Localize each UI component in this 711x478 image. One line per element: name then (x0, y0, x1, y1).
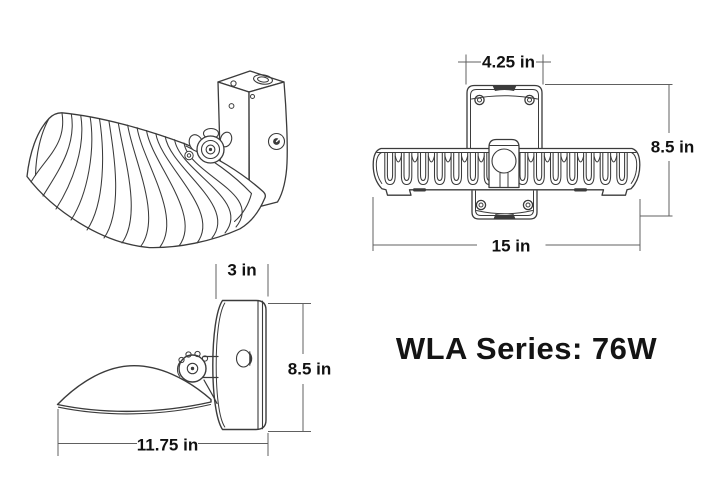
shade-ribs (30, 112, 243, 248)
shade-profile (56, 365, 212, 413)
shade-outline (26, 112, 266, 249)
box-knockout-ring (267, 132, 286, 151)
dim-label-overall-width: 15 in (491, 236, 531, 255)
side-view-drawing (56, 299, 267, 431)
top-view-drawing (372, 84, 641, 220)
isometric-view-drawing (26, 70, 288, 249)
product-title: WLA Series: 76W (395, 331, 658, 366)
heatsink-fins (384, 151, 628, 186)
dim-label-overall-length: 11.75 in (136, 435, 199, 454)
dim-label-top-width: 4.25 in (482, 52, 535, 71)
dim-label-top-height: 8.5 in (650, 137, 695, 157)
dim-label-side-height: 8.5 in (287, 359, 332, 379)
dim-label-side-depth: 3 in (227, 260, 257, 280)
side-view-dimension-lines (57, 264, 311, 456)
top-view-dimension-lines (372, 54, 673, 251)
